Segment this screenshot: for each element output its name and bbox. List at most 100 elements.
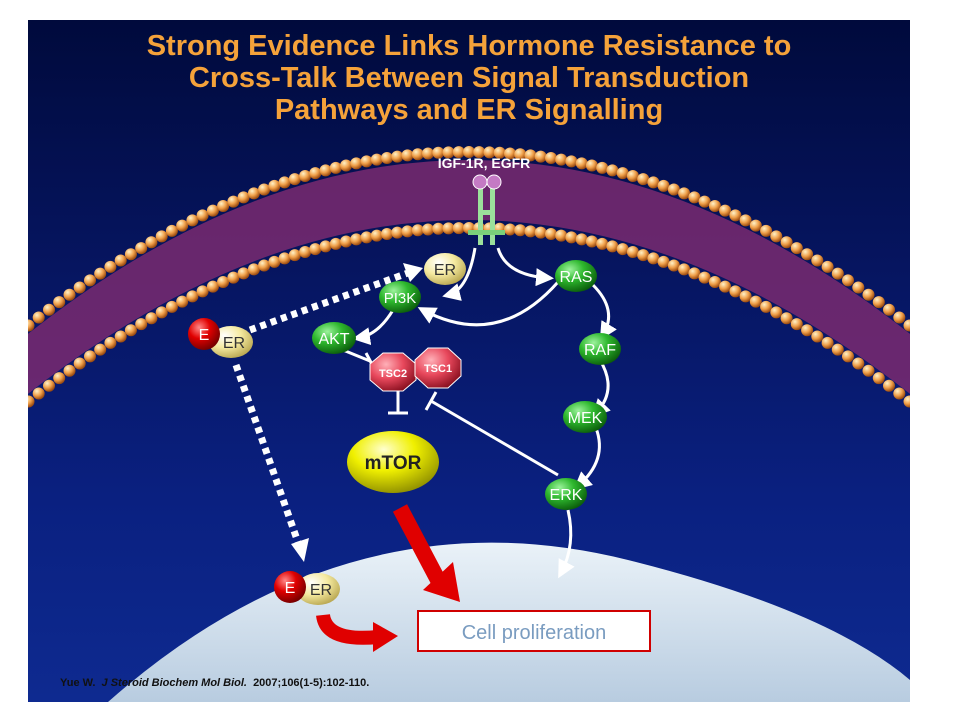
membrane-bead — [504, 147, 516, 160]
arrow-erk-to-nucleus — [558, 509, 575, 579]
membrane-bead — [616, 167, 629, 180]
node-mtor-label: mTOR — [365, 453, 422, 474]
membrane-bead — [463, 146, 475, 158]
node-estrogen-nucleus: E — [274, 571, 306, 603]
node-er-top: ER — [424, 253, 466, 285]
membrane-bead — [596, 237, 609, 250]
membrane-bead — [196, 285, 209, 298]
membrane-bead — [288, 173, 301, 186]
membrane-bead — [360, 155, 373, 168]
membrane-bead — [770, 306, 783, 319]
membrane-bead — [442, 146, 455, 159]
membrane-lipid-beads — [28, 146, 910, 408]
red-arrow-mtor-to-proliferation — [392, 504, 446, 584]
membrane-bead — [28, 319, 35, 332]
membrane-bead — [114, 254, 127, 267]
membrane-bead — [381, 228, 393, 240]
membrane-bead — [667, 183, 680, 196]
membrane-bead — [708, 276, 721, 288]
membrane-bead — [73, 281, 86, 294]
membrane-bead — [708, 200, 721, 212]
membrane-bead — [63, 288, 76, 301]
membrane-bead — [319, 164, 332, 177]
node-raf: RAF — [579, 333, 621, 365]
membrane-bead — [821, 336, 834, 349]
membrane-bead — [452, 146, 465, 159]
membrane-bead — [739, 290, 752, 303]
membrane-bead — [585, 159, 598, 172]
membrane-bead — [657, 255, 670, 268]
membrane-bead — [524, 149, 537, 162]
node-er-nucleus-label: ER — [310, 582, 332, 599]
membrane-bead — [391, 150, 404, 163]
membrane-bead — [186, 214, 199, 227]
membrane-bead — [422, 147, 434, 160]
membrane-bead — [227, 271, 240, 284]
node-tsc2-label: TSC2 — [379, 368, 407, 380]
membrane-bead — [842, 274, 854, 287]
membrane-bead — [483, 146, 496, 159]
membrane-bead — [258, 183, 271, 196]
membrane-bead — [176, 219, 189, 232]
membrane-bead — [903, 395, 910, 408]
membrane-bead — [504, 223, 516, 236]
cell-proliferation-label: Cell proliferation — [462, 622, 607, 644]
membrane-bead — [575, 157, 588, 170]
title-line-2: Cross-Talk Between Signal Transduction — [188, 62, 750, 94]
membrane-bead — [596, 161, 609, 174]
membrane-bead — [288, 249, 301, 262]
membrane-bead — [575, 233, 588, 246]
membrane-bead — [749, 219, 762, 232]
membrane-bead — [340, 235, 353, 248]
membrane-bead — [545, 228, 557, 240]
membrane-bead — [524, 225, 537, 238]
membrane-bead — [852, 281, 865, 294]
membrane-bead — [53, 296, 66, 309]
inhibit-erk-tsc1 — [430, 399, 559, 477]
node-mek: MEK — [563, 401, 607, 433]
membrane-bead — [657, 179, 670, 192]
membrane-bead — [452, 222, 465, 235]
membrane-bead — [514, 224, 527, 237]
membrane-bead — [432, 222, 445, 235]
node-ras-label: RAS — [560, 269, 593, 286]
membrane-bead — [760, 224, 773, 237]
membrane-bead — [770, 230, 783, 243]
dotted-er-to-pi3k — [248, 269, 410, 334]
membrane-bead — [801, 248, 814, 261]
membrane-bead — [114, 330, 127, 343]
membrane-bead — [411, 148, 424, 161]
arrow-pi3k-to-akt — [352, 309, 395, 346]
membrane-bead — [872, 296, 885, 309]
membrane-bead — [626, 170, 639, 182]
membrane-bead — [299, 170, 312, 182]
membrane-bead — [268, 255, 281, 268]
membrane-bead — [196, 209, 209, 222]
node-mek-label: MEK — [568, 410, 603, 427]
membrane-bead — [145, 236, 158, 249]
red-arrow-er-to-proliferation — [316, 613, 379, 645]
membrane-bead — [719, 280, 732, 293]
membrane-bead — [831, 343, 844, 356]
membrane-bead — [688, 191, 701, 204]
membrane-bead — [350, 233, 363, 246]
membrane-bead — [73, 357, 86, 370]
dotted-er-to-nucleus — [232, 363, 304, 550]
membrane-bead — [862, 288, 875, 301]
dotted-arrowhead-pi3k — [403, 263, 423, 282]
node-raf-label: RAF — [584, 342, 616, 359]
membrane-bead — [790, 318, 803, 331]
membrane-bead — [780, 312, 793, 325]
membrane-bead — [729, 209, 742, 222]
membrane-bead — [647, 252, 660, 265]
membrane-bead — [84, 274, 96, 287]
membrane-bead — [155, 306, 168, 319]
membrane-bead — [555, 153, 568, 166]
membrane-bead — [821, 260, 834, 273]
membrane-bead — [729, 285, 742, 298]
membrane-bead — [422, 223, 434, 236]
citation-authors: Yue W. — [60, 677, 95, 689]
membrane-bead — [473, 146, 486, 159]
citation-journal: J Steroid Biochem Mol Biol. — [102, 677, 247, 689]
membrane-bead — [493, 146, 506, 159]
